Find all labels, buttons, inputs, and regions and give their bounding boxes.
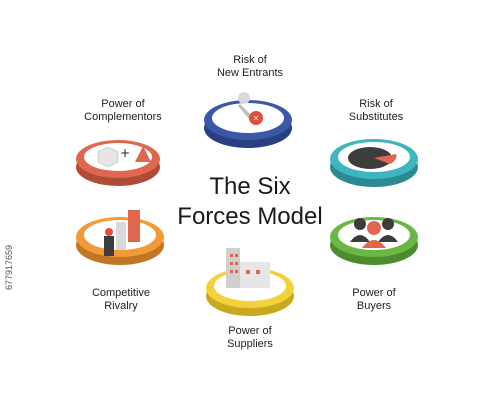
label-suppliers: Power of Suppliers bbox=[227, 325, 273, 350]
disc-new-entrants bbox=[204, 100, 292, 148]
factory-icon bbox=[226, 248, 270, 288]
buildings-icon bbox=[104, 210, 140, 256]
disc-complementors bbox=[76, 140, 160, 186]
svg-text:✕: ✕ bbox=[253, 114, 260, 123]
label-substitutes: Risk of Substitutes bbox=[348, 98, 404, 123]
shapes-plus-icon: + bbox=[97, 146, 151, 168]
pie-chart-icon bbox=[348, 147, 397, 169]
people-group-icon bbox=[350, 218, 398, 248]
label-new-entrants: Risk of New Entrants bbox=[216, 54, 284, 79]
diagram-title: The Six Forces Model bbox=[177, 173, 323, 230]
label-buyers: Power of Buyers bbox=[352, 287, 396, 312]
label-rivalry: Competitive Rivalry bbox=[91, 287, 151, 312]
svg-text:+: + bbox=[120, 146, 130, 160]
stock-id: 677917659 bbox=[4, 244, 14, 290]
person-pin-icon: ✕ bbox=[238, 92, 263, 125]
label-complementors: Power of Complementors bbox=[84, 98, 162, 123]
